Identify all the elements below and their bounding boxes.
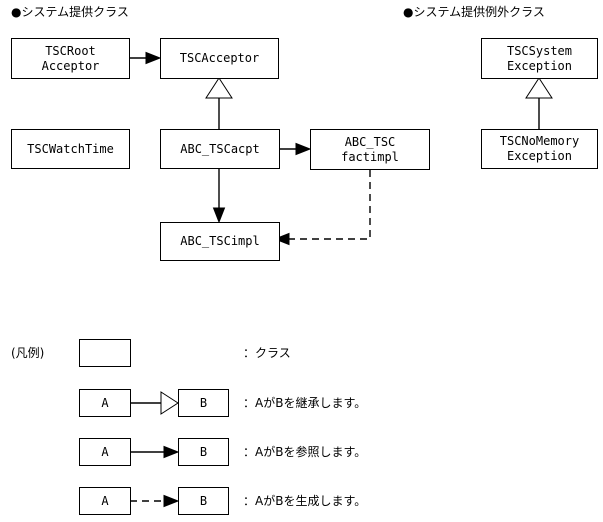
- edge-abctscacpt-inherits-tscacceptor: [205, 77, 233, 129]
- class-box-abc-tscfactimpl[interactable]: ABC_TSC factimpl: [310, 129, 430, 170]
- legend-box-label: A: [101, 493, 109, 508]
- legend-box-b-reference: B: [178, 438, 229, 466]
- legend-box-b-create: B: [178, 487, 229, 515]
- legend-box-class-sample: [79, 339, 131, 367]
- legend-connector-create: [130, 494, 180, 508]
- class-name-line1: TSCRoot: [45, 43, 96, 58]
- class-name-line1: TSCSystem: [506, 43, 573, 58]
- legend-box-b-inherit: B: [178, 389, 229, 417]
- legend-box-label: A: [101, 395, 109, 410]
- class-box-tscnomemory-exception[interactable]: TSCNoMemory Exception: [481, 129, 598, 169]
- class-name-line1: TSCAcceptor: [179, 51, 260, 65]
- legend-text-reference: ：AがBを参照します。: [243, 445, 367, 459]
- class-name-line1: ABC_TSCimpl: [180, 234, 260, 248]
- class-name-line2: Exception: [506, 58, 573, 73]
- legend-connector-inherit: [130, 391, 179, 415]
- legend-box-label: A: [101, 444, 109, 459]
- legend-box-a-create: A: [79, 487, 131, 515]
- class-name-line1: TSCWatchTime: [27, 141, 114, 156]
- section-header-system-classes: ●システム提供クラス: [11, 5, 129, 19]
- edge-abctscacpt-to-abctscimpl: [212, 168, 226, 224]
- class-box-abc-tscimpl[interactable]: ABC_TSCimpl: [160, 222, 280, 261]
- class-name-line1: ABC_TSCacpt: [180, 141, 260, 156]
- edge-tscroot-to-tscacceptor: [130, 51, 162, 65]
- class-name-line2: Exception: [506, 149, 573, 163]
- legend-text-class: ：クラス: [243, 346, 291, 360]
- legend-box-label: B: [199, 493, 208, 508]
- legend-box-a-inherit: A: [79, 389, 131, 417]
- class-box-abc-tscacpt[interactable]: ABC_TSCacpt: [160, 129, 280, 169]
- class-box-tscroot-acceptor[interactable]: TSCRoot Acceptor: [11, 38, 130, 79]
- edge-abctscfactimpl-creates-abctscimpl: [273, 170, 371, 246]
- legend-title: (凡例): [11, 346, 45, 360]
- class-name-line2: factimpl: [341, 149, 399, 164]
- legend-box-label: B: [199, 395, 208, 410]
- class-name-line2: Acceptor: [41, 58, 100, 73]
- edge-tscnomemory-inherits-tscsystem: [525, 77, 553, 129]
- legend-text-create: ：AがBを生成します。: [243, 494, 367, 508]
- class-name-line1: ABC_TSC: [344, 134, 396, 149]
- class-box-tscwatchtime[interactable]: TSCWatchTime: [11, 129, 130, 169]
- class-box-tscsystem-exception[interactable]: TSCSystem Exception: [481, 38, 598, 79]
- legend-connector-reference: [130, 445, 180, 459]
- class-box-tscacceptor[interactable]: TSCAcceptor: [160, 38, 279, 79]
- legend-box-a-reference: A: [79, 438, 131, 466]
- legend-box-label: B: [199, 444, 208, 459]
- edge-abctscacpt-to-abctscfactimpl: [280, 142, 312, 156]
- class-name-line1: TSCNoMemory: [499, 134, 580, 148]
- legend-text-inherit: ：AがBを継承します。: [243, 396, 367, 410]
- section-header-system-exception-classes: ●システム提供例外クラス: [403, 5, 545, 19]
